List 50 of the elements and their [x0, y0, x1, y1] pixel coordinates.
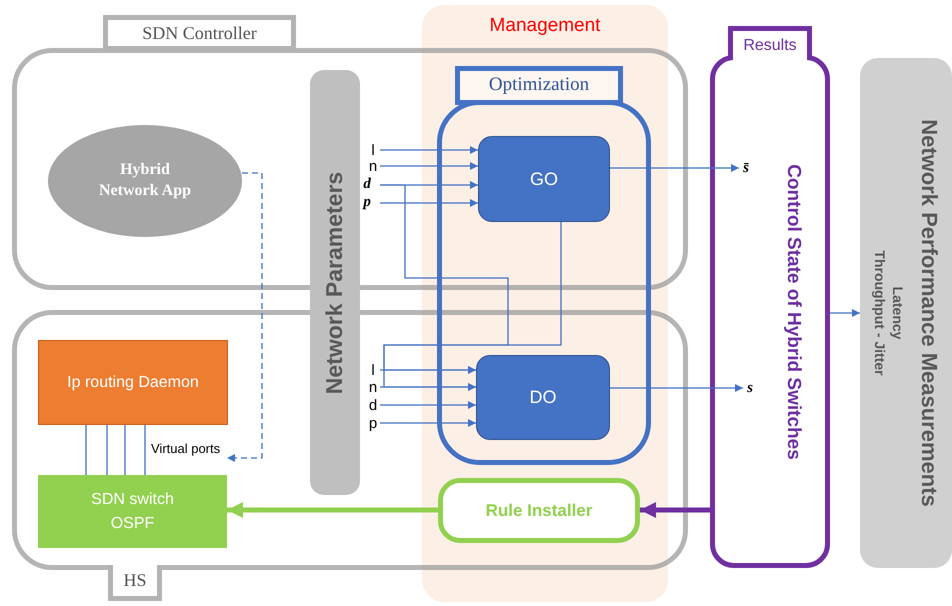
parameter-label: s — [743, 380, 757, 397]
arrow — [380, 162, 478, 170]
parameter-label: d⃗ — [366, 176, 380, 193]
arrow — [380, 146, 478, 154]
metric-label: Latency — [890, 286, 906, 340]
arrow — [227, 502, 438, 518]
connector-line — [124, 425, 126, 475]
arrow — [380, 401, 476, 409]
panel-title: Control State of Hybrid Switches — [782, 164, 804, 460]
arrow — [610, 164, 739, 172]
parameter-label: l — [366, 142, 380, 159]
parameter-label: l — [366, 362, 380, 379]
node-label: Hybrid Network App — [98, 160, 192, 201]
node-label: GO — [528, 168, 559, 190]
parameter-label: n — [366, 158, 380, 175]
edge-label: Virtual ports — [149, 441, 222, 456]
node-label: SDN switch OSPF — [90, 490, 175, 534]
node-label: Rule Installer — [484, 500, 594, 522]
parameters-panel — [310, 70, 360, 495]
arrow — [380, 184, 509, 374]
arrow — [640, 502, 710, 518]
connector-line — [85, 425, 87, 475]
band-title: Management — [488, 14, 602, 38]
arrow — [610, 384, 743, 392]
parameter-label: n — [366, 379, 380, 396]
process-box — [38, 340, 228, 425]
process-box — [478, 136, 610, 222]
panel-tab: SDN Controller — [103, 15, 296, 51]
panel-title: Network Parameters — [321, 171, 348, 394]
metric-label: Throughput - Jitter — [872, 250, 888, 376]
arrow — [380, 199, 478, 207]
measurements-panel — [860, 58, 952, 568]
parameter-label: d — [366, 397, 380, 414]
process-box — [476, 355, 610, 440]
parameter-label: p — [366, 415, 380, 432]
panel-title: Network Performance Measurements — [916, 119, 942, 507]
connector-line — [106, 425, 108, 475]
frame-title: Optimization — [488, 72, 590, 96]
arrow — [380, 419, 476, 427]
arrow — [383, 222, 562, 391]
dashed-arrow — [227, 172, 263, 462]
process-box — [438, 478, 640, 543]
parameter-label: s̄ — [739, 160, 753, 177]
panel-tab: HS — [108, 565, 162, 601]
connector-line — [144, 425, 146, 475]
arrow — [830, 309, 860, 317]
panel-tab: Results — [728, 26, 812, 60]
node-label: Ip routing Daemon — [66, 372, 200, 392]
process-box — [38, 475, 227, 548]
node-label: DO — [528, 386, 558, 409]
